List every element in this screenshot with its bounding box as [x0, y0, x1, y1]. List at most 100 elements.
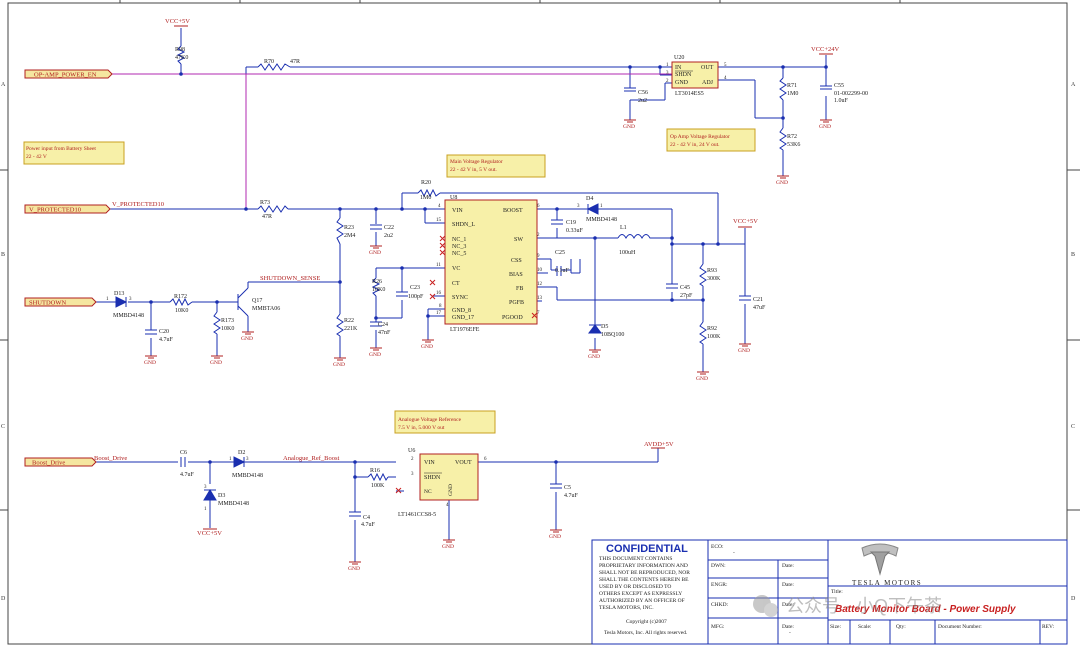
docnum-label: Document Number:	[938, 624, 982, 630]
gnd-label-c20: GND	[144, 360, 156, 366]
u6-pinnum-3: 3	[411, 472, 414, 477]
notice-line-6: OTHERS EXCEPT AS EXPRESSLY	[599, 591, 682, 597]
mfg-date-dash: -	[789, 630, 791, 636]
port-opamp-en-label: OP-AMP_POWER_EN	[34, 72, 97, 79]
u8-pin-ct: CT	[452, 281, 460, 287]
u8-pin-nc1: NC_1	[452, 237, 466, 243]
r23-body	[336, 217, 344, 245]
gnd-label-r92: GND	[696, 376, 708, 382]
tesla-brand-text: TESLA MOTORS	[852, 579, 922, 587]
no-connect-marks	[395, 235, 538, 494]
date-label-1: Date:	[782, 563, 794, 569]
notice-line-5: USED BY OR DISCLOSED TO	[599, 584, 671, 590]
u8-pin-fb: FB	[516, 286, 523, 292]
r72-value: 53K6	[787, 142, 800, 148]
power-vcc5-mid: VCC+5V	[733, 218, 758, 228]
q17-ref: Q17	[252, 298, 262, 304]
notice-line-3: SHALL NOT BE REPRODUCED, NOR	[599, 570, 690, 576]
d4-body	[580, 203, 599, 215]
gnd-label-d5: GND	[588, 354, 600, 360]
note-opamp-reg-line2: 22 - 42 V in, 24 V out.	[670, 142, 720, 148]
q17-body	[237, 282, 249, 318]
d13-body	[115, 296, 128, 308]
gnd-u6	[443, 539, 455, 543]
scale-label: Scale:	[858, 624, 872, 630]
note-main-reg-line2: 22 - 42 V in, 5 V out.	[450, 167, 497, 173]
sheet-title: Battery Monitor Board - Power Supply	[835, 604, 1016, 615]
d13-value: MMBD4148	[113, 313, 144, 319]
gnd-label-c55: GND	[819, 124, 831, 130]
chkd-label: CHKD:	[711, 602, 729, 608]
gnd-c56	[624, 119, 636, 123]
gnd-label-r173: GND	[210, 360, 222, 366]
mfg-label: MFG:	[711, 624, 725, 630]
c22-value: 2u2	[384, 233, 393, 239]
r73-value: 47R	[262, 214, 272, 220]
u8-part: LT1976EFE	[450, 327, 480, 333]
d4-value: MMBD4148	[586, 217, 617, 223]
dwn-label: DWN:	[711, 563, 726, 569]
c25-ref: C25	[555, 250, 565, 256]
r72-body	[779, 127, 787, 151]
row-marker-c-left: C	[1, 424, 5, 430]
u8-pinnum-6: 6	[537, 204, 540, 209]
u20-pin-adj: ADJ	[702, 80, 714, 86]
d2-pin1: 1	[229, 457, 232, 462]
gnd-label-q17: GND	[241, 336, 253, 342]
r70-value: 47R	[290, 59, 300, 65]
u8-pin-nc5: NC_5	[452, 251, 466, 257]
c6-ref: C6	[180, 450, 187, 456]
c4-value: 4.7uF	[361, 522, 376, 528]
r23-ref: R23	[344, 225, 354, 231]
row-marker-c-right: C	[1071, 424, 1075, 430]
notice-line-8: TESLA MOTORS, INC.	[599, 605, 654, 611]
u20-pin-shdn: SHDN	[675, 72, 692, 78]
r20-ref: R20	[421, 180, 431, 186]
u8-pin-boost: BOOST	[503, 208, 523, 214]
r22-ref: R22	[344, 318, 354, 324]
c45-value: 27pF	[680, 293, 693, 299]
d4-ref: D4	[586, 196, 593, 202]
r98-value: 47K0	[175, 55, 188, 61]
c56-value: 2u2	[638, 98, 647, 104]
u8-pin-pgood: PGOOD	[502, 315, 523, 321]
net-v-protected-label: V_PROTECTED10	[112, 201, 164, 208]
row-marker-a-left: A	[1, 82, 6, 88]
port-boost-drive[interactable]: Boost_Drive	[24, 457, 97, 467]
row-marker-d-right: D	[1071, 596, 1076, 602]
note-power-input-line2: 22 - 42 V	[26, 154, 47, 160]
c24-value: 47nF	[378, 330, 391, 336]
gnd-d5	[589, 349, 601, 353]
d3-body	[203, 489, 217, 501]
port-shutdown[interactable]: SHUTDOWN	[24, 297, 97, 307]
u8-pinnum-16: 16	[436, 291, 442, 296]
r22-value: 221K	[344, 326, 358, 332]
gnd-label-c5: GND	[549, 534, 561, 540]
c6-value: 4.7uF	[180, 472, 195, 478]
u8-pinnum-10: 10	[537, 268, 543, 273]
row-markers: A B C D A B C D	[1, 82, 1076, 602]
r173-ref: R173	[221, 318, 234, 324]
u8-pinnum-13: 13	[537, 296, 543, 301]
d2-body	[233, 456, 246, 468]
c20-value: 4.7uF	[159, 337, 174, 343]
u8-pinnum-8: 8	[439, 304, 442, 309]
gnd-c4	[349, 561, 361, 565]
port-v-protected[interactable]: V_PROTECTED10	[24, 204, 111, 214]
date-label-3: Date:	[782, 602, 794, 608]
power-vcc5-d3-label: VCC+5V	[197, 530, 222, 537]
port-opamp-en[interactable]: OP-AMP_POWER_EN	[24, 69, 113, 79]
d3-pin3: 3	[204, 485, 207, 490]
c21-ref: C21	[753, 297, 763, 303]
d3-pin1: 1	[204, 507, 207, 512]
u20-pinnum-5: 5	[724, 63, 727, 68]
r93-body	[699, 263, 707, 287]
r92-ref: R92	[707, 326, 717, 332]
power-vcc24-label: VCC+24V	[811, 46, 840, 53]
u8-left-pin-numbers: 4 15 11 16 8 17	[436, 204, 442, 316]
note-opamp-regulator: Op Amp Voltage Regulator 22 - 42 V in, 2…	[666, 128, 756, 152]
title-block	[591, 539, 1068, 645]
row-marker-b-right: B	[1071, 252, 1075, 258]
u8-pin-sync: SYNC	[452, 295, 468, 301]
